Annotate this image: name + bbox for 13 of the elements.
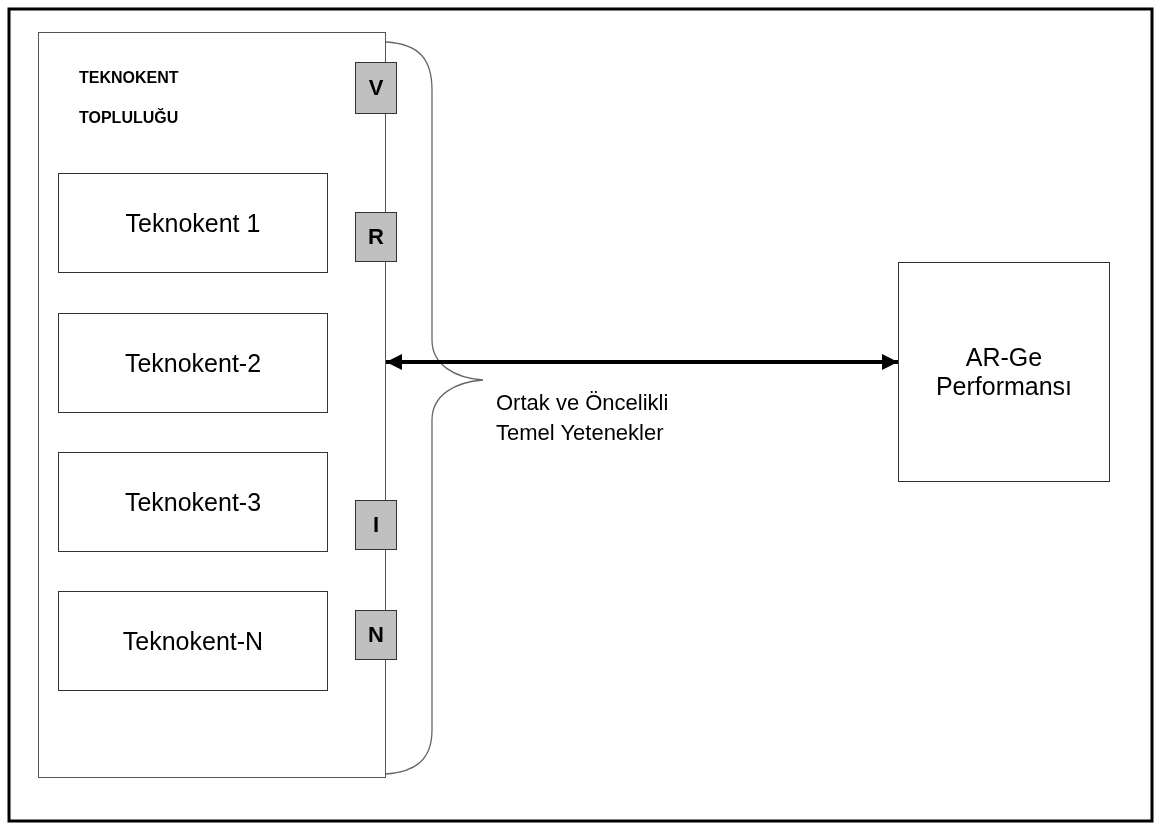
- group-box: [38, 32, 386, 778]
- process-box: Teknokent-2: [58, 313, 328, 413]
- letter-box: V: [355, 62, 397, 114]
- process-box: Teknokent-3: [58, 452, 328, 552]
- process-box: Teknokent-N: [58, 591, 328, 691]
- group-title: TEKNOKENT TOPLULUĞU: [79, 68, 180, 128]
- letter-box: R: [355, 212, 397, 262]
- letter-box: I: [355, 500, 397, 550]
- process-box: Teknokent 1: [58, 173, 328, 273]
- letter-box: N: [355, 610, 397, 660]
- process-box: AR-Ge Performansı: [898, 262, 1110, 482]
- double-arrow: [386, 354, 898, 370]
- brace-label: Ortak ve Öncelikli Temel Yetenekler: [496, 389, 670, 447]
